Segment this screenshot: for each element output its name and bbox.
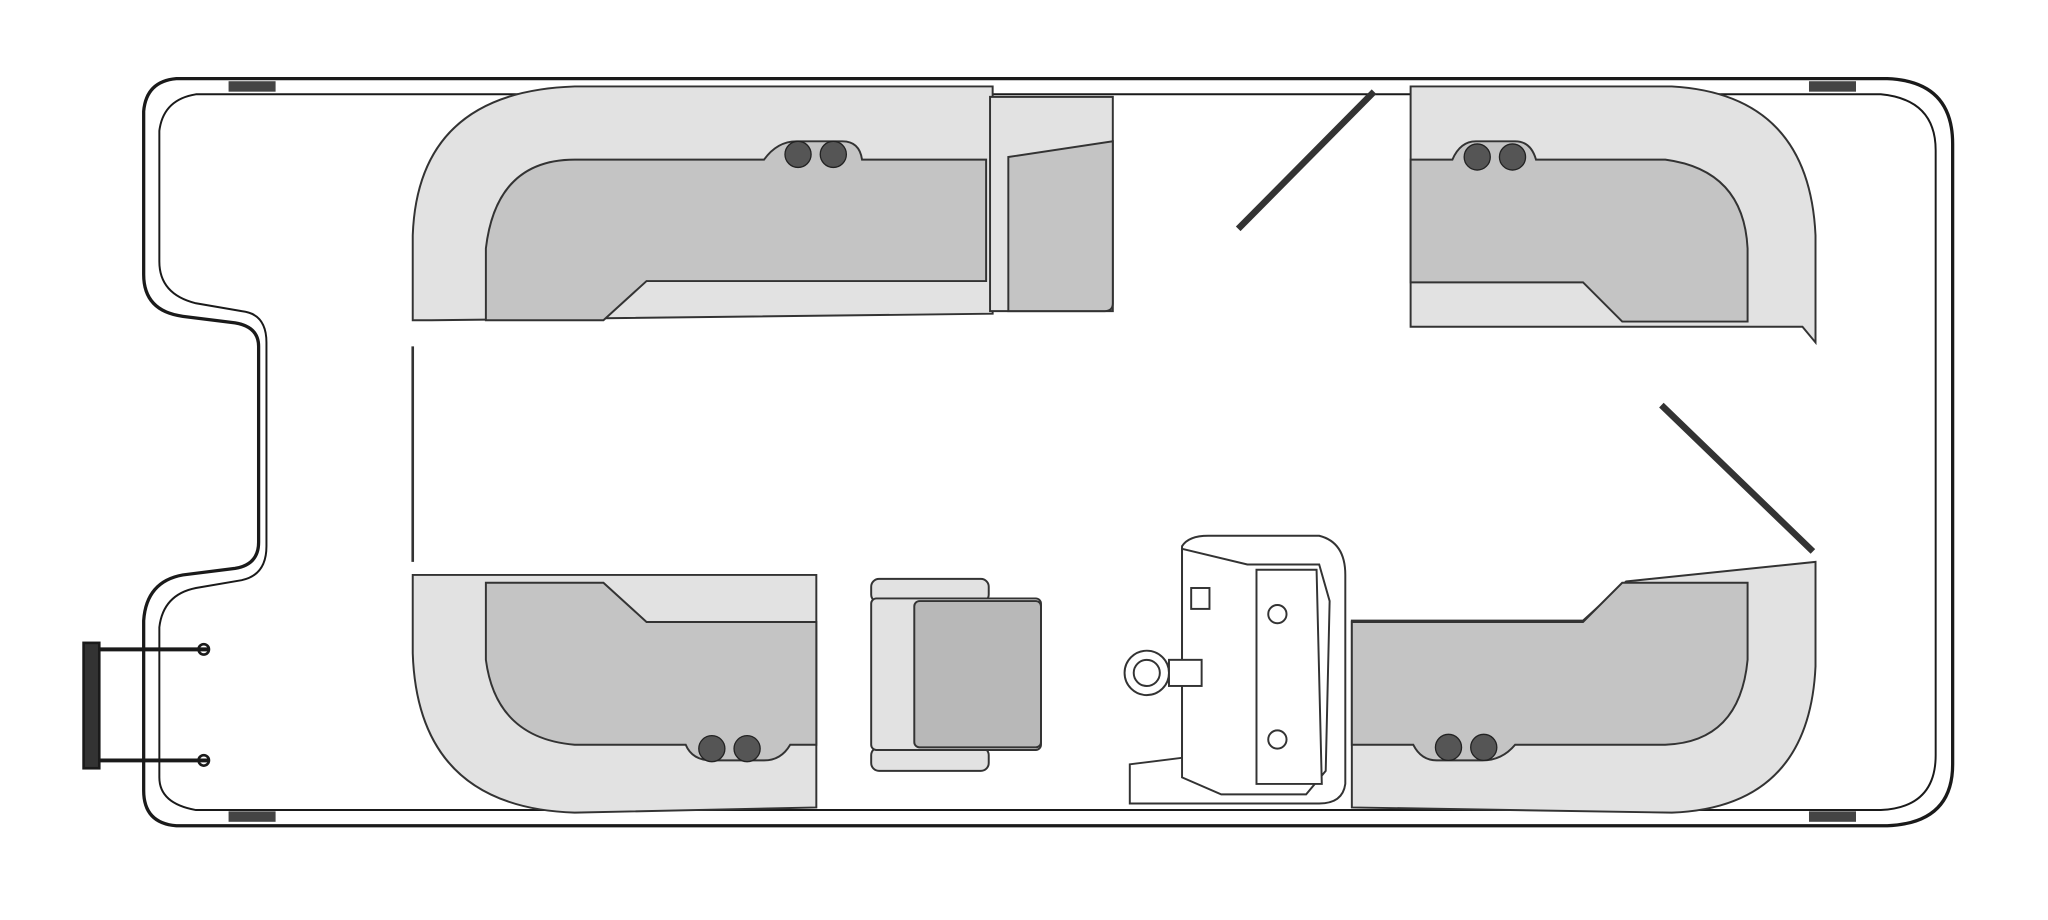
captain-chair xyxy=(870,577,1042,772)
hull-outline xyxy=(142,76,1955,828)
lounge-rear-port xyxy=(411,85,1114,322)
bow-gate-lower xyxy=(1659,402,1816,554)
lounge-bow-starboard xyxy=(1350,560,1817,814)
bow-gate-upper xyxy=(1235,89,1377,232)
cleats xyxy=(228,81,1856,822)
deck-rail xyxy=(158,93,1937,812)
boarding-ladder xyxy=(82,641,211,770)
lounge-rear-starboard xyxy=(411,573,818,814)
lounge-bow-port xyxy=(1409,85,1817,346)
cupholders xyxy=(698,140,1527,763)
helm-console xyxy=(1123,534,1347,805)
